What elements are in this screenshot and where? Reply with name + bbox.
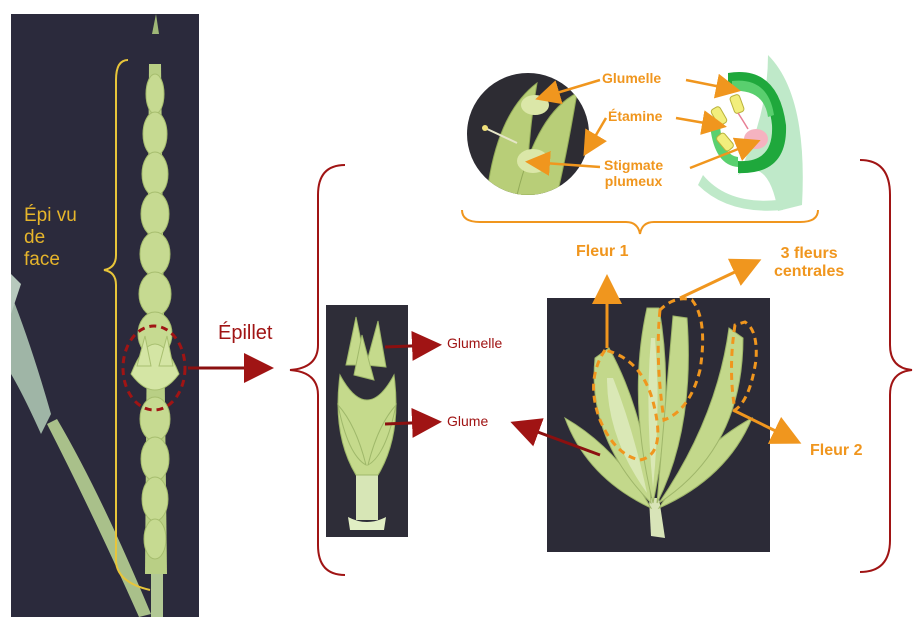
ear-label: Épi vu de face xyxy=(24,205,77,271)
spikelet-detail-photo xyxy=(547,298,770,552)
central-flowers-label: 3 fleurs centrales xyxy=(774,245,844,282)
flower-closeup-photo xyxy=(467,73,589,195)
spikelet-brace-right xyxy=(860,160,912,572)
lemma-label-flower: Glumelle xyxy=(602,70,661,86)
flower2-label: Fleur 2 xyxy=(810,442,862,460)
stigma-label: Stigmate plumeux xyxy=(604,157,663,189)
central-flowers-arrow xyxy=(680,262,756,298)
spikelet-photo xyxy=(326,305,408,537)
ear-label-line1: Épi vu xyxy=(24,205,77,227)
ear-label-line2: de xyxy=(24,227,77,249)
stigma-label-line1: Stigmate xyxy=(604,157,663,173)
stigma-label-line2: plumeux xyxy=(604,173,663,189)
stamen-label: Étamine xyxy=(608,108,662,124)
glume-label: Glume xyxy=(447,413,488,429)
wheat-ear-photo xyxy=(11,14,199,617)
central-flowers-label-line2: centrales xyxy=(774,263,844,281)
spikelet-label: Épillet xyxy=(218,322,272,345)
stamen-top-arrow-left xyxy=(586,118,606,152)
central-flowers-label-line1: 3 fleurs xyxy=(774,245,844,263)
flower-schematic xyxy=(698,55,808,215)
flower1-label: Fleur 1 xyxy=(576,243,628,261)
lemma-label-spikelet: Glumelle xyxy=(447,335,502,351)
ear-label-line3: face xyxy=(24,249,77,271)
